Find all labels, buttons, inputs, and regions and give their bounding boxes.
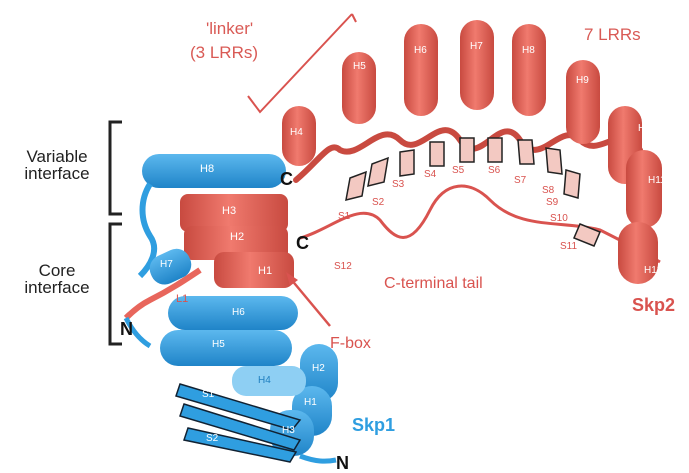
core-interface-label: Core interface	[10, 262, 104, 296]
skp1-strand-s3: S3	[222, 366, 234, 376]
skp2-strand-s3: S3	[392, 180, 404, 190]
skp1-helix-h2: H2	[312, 364, 325, 374]
skp2-helix-h12: H12	[644, 266, 662, 276]
skp1-strand-s2: S2	[206, 434, 218, 444]
c-terminus-top: C	[280, 170, 293, 188]
skp2-helix-h3: H3	[222, 206, 236, 217]
skp1-helix-h8: H8	[200, 164, 214, 175]
skp2-h1	[214, 252, 294, 288]
skp1-helix-h1: H1	[304, 398, 317, 408]
skp1-h5	[160, 330, 292, 366]
fbox-label: F-box	[330, 336, 371, 352]
skp1-helix-h4: H4	[258, 376, 271, 386]
skp2-helix-h4: H4	[290, 128, 303, 138]
skp2-strands	[346, 138, 600, 246]
skp2-strand-s8: S8	[542, 186, 554, 196]
c-terminal-tail-label: C-terminal tail	[384, 276, 483, 292]
skp1-helix-h5: H5	[212, 340, 225, 350]
skp2-helix-h7: H7	[470, 42, 483, 52]
n-terminus-bottom: N	[336, 454, 349, 472]
skp2-strand-s7: S7	[514, 176, 526, 186]
variable-interface-bracket	[110, 122, 122, 214]
skp2-strand-s5: S5	[452, 166, 464, 176]
skp2-helix-h2: H2	[230, 232, 244, 243]
skp2-helix-h11: H11	[648, 176, 666, 186]
skp2-strand-s10: S10	[550, 214, 568, 224]
c-terminus-mid: C	[296, 234, 309, 252]
skp2-label: Skp2	[632, 296, 675, 314]
lrr-count-label: 7 LRRs	[584, 26, 641, 43]
linker-sub-label: (3 LRRs)	[190, 44, 258, 61]
linker-label: 'linker'	[206, 20, 253, 37]
skp2-helix-h10: H10	[638, 124, 656, 134]
skp1-strand-s1: S1	[202, 390, 214, 400]
skp2-strand-s12: S12	[334, 262, 352, 272]
skp2-loop-l1: L1	[176, 294, 188, 305]
skp2-strand-s4: S4	[424, 170, 436, 180]
skp2-helix-h6: H6	[414, 46, 427, 56]
skp2-helix-h1: H1	[258, 266, 272, 277]
skp2-strand-s2: S2	[372, 198, 384, 208]
skp2-helix-h9: H9	[576, 76, 589, 86]
skp2-strand-s1: S1	[338, 212, 350, 222]
variable-interface-label: Variable interface	[10, 148, 104, 182]
skp2-strand-s9: S9	[546, 198, 558, 208]
skp2-helix-h8: H8	[522, 46, 535, 56]
skp2-strand-s6: S6	[488, 166, 500, 176]
skp1-helix-h7: H7	[160, 260, 173, 270]
skp1-helix-h6: H6	[232, 308, 245, 318]
linker-bracket	[248, 14, 352, 112]
skp1-helix-h3: H3	[282, 426, 295, 436]
n-terminus-left: N	[120, 320, 133, 338]
skp2-strand-s11: S11	[560, 242, 577, 252]
skp2-helix-h5: H5	[353, 62, 366, 72]
skp1-label: Skp1	[352, 416, 395, 434]
